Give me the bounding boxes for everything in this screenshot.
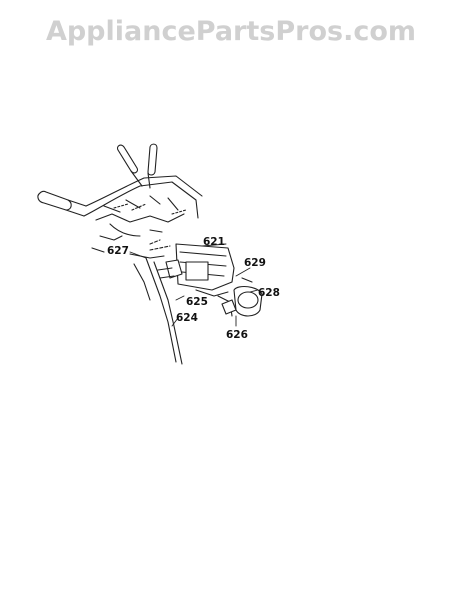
callout-628: 628: [258, 287, 280, 299]
engine-assembly: [129, 239, 235, 317]
watermark-logo: AppliancePartsPros.com: [45, 16, 417, 47]
handle-shaft: [133, 257, 183, 365]
right-handle-grips: [117, 143, 158, 189]
callout-629: 629: [244, 257, 266, 269]
callout-627: 627: [107, 245, 129, 257]
part-626-fitting: [221, 299, 237, 315]
leader-lines: [129, 243, 259, 327]
callout-624: 624: [176, 312, 198, 324]
callout-625: 625: [186, 296, 208, 308]
callout-626: 626: [226, 329, 248, 341]
handlebar-frame: [83, 175, 203, 253]
left-handle-grip: [37, 190, 87, 217]
part-628-cap: [233, 277, 263, 317]
callout-621: 621: [203, 236, 225, 248]
